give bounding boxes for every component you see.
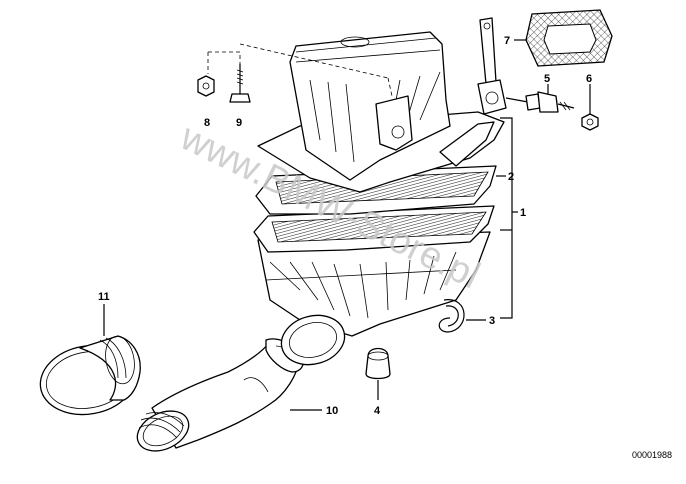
rubber-cap-part-4 bbox=[365, 347, 391, 380]
callout-7: 7 bbox=[504, 35, 510, 47]
nut-part-8 bbox=[197, 75, 215, 97]
callout-2: 2 bbox=[508, 171, 514, 183]
intake-duct-part-10 bbox=[136, 338, 304, 452]
gasket-part-7 bbox=[525, 9, 613, 67]
callout-10: 10 bbox=[326, 405, 338, 417]
callout-8: 8 bbox=[204, 117, 210, 129]
intake-funnel-part-11 bbox=[39, 335, 141, 416]
callout-6: 6 bbox=[586, 73, 592, 85]
callout-9: 9 bbox=[236, 117, 242, 129]
document-id: 00001988 bbox=[632, 450, 672, 460]
mounting-bracket bbox=[477, 17, 507, 115]
callout-labels: 1 2 3 4 5 6 7 8 9 10 11 bbox=[98, 35, 592, 417]
spring-clip-part-3 bbox=[438, 299, 465, 333]
callout-11: 11 bbox=[98, 291, 110, 303]
callout-4: 4 bbox=[374, 405, 381, 417]
callout-3: 3 bbox=[489, 315, 495, 327]
leader-lines bbox=[103, 39, 591, 411]
air-box-upper-cover bbox=[257, 31, 505, 193]
callout-1: 1 bbox=[520, 207, 526, 219]
nut-part-6 bbox=[581, 113, 599, 131]
callout-5: 5 bbox=[544, 73, 550, 85]
rubber-mount-part-5 bbox=[505, 91, 575, 113]
air-box-lower-housing bbox=[257, 231, 491, 366]
bolt-part-9 bbox=[229, 64, 251, 103]
